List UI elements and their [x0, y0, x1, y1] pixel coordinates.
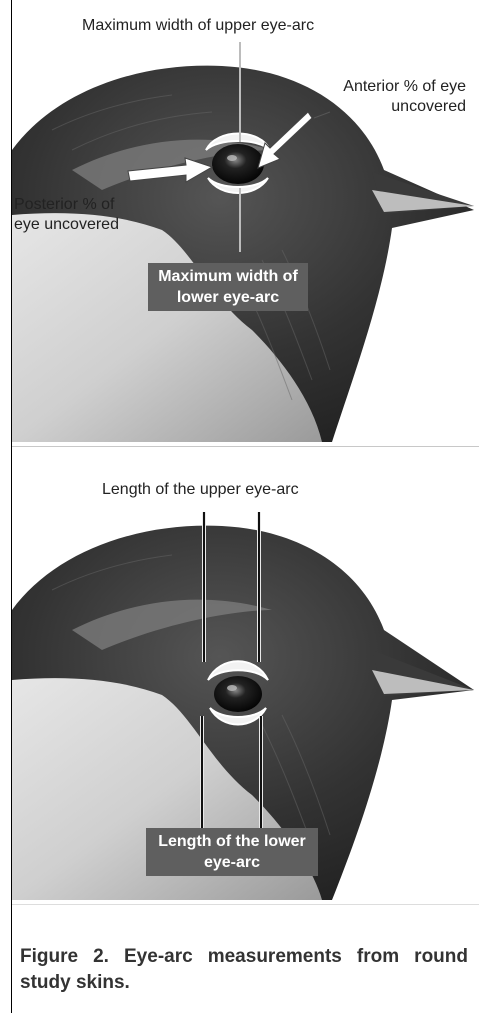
label-anterior-uncovered: Anterior % of eye uncovered — [318, 77, 466, 117]
panel-divider — [12, 446, 479, 447]
top-panel: Maximum width of upper eye-arc Anterior … — [12, 0, 479, 442]
bird-eye — [212, 144, 264, 184]
label-max-width-upper-arc: Maximum width of upper eye-arc — [82, 16, 314, 36]
label-length-lower-arc: Length of the lower eye-arc — [146, 828, 318, 876]
figure-caption: Figure 2. Eye-arc measurements from roun… — [20, 944, 468, 996]
label-length-upper-arc: Length of the upper eye-arc — [102, 480, 299, 500]
caption-divider — [12, 904, 479, 905]
bird-eye — [214, 676, 262, 712]
label-posterior-uncovered: Posterior % of eye uncovered — [14, 195, 144, 235]
bottom-panel: Length of the upper eye-arc Length of th… — [12, 450, 479, 900]
label-max-width-lower-arc: Maximum width of lower eye-arc — [148, 263, 308, 311]
